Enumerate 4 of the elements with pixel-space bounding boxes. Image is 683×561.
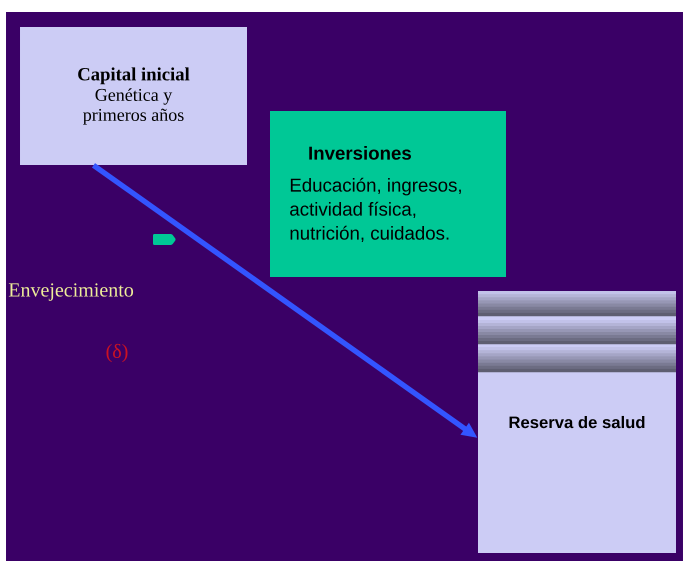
process-box: Capital inicial Genética y primeros años xyxy=(20,27,247,165)
symbol-label: (δ) xyxy=(106,344,128,362)
axis-label: Envejecimiento xyxy=(8,283,134,301)
process-box: Inversiones Educación, ingresos, actividad física, nutrición, cuidados. xyxy=(270,111,506,277)
